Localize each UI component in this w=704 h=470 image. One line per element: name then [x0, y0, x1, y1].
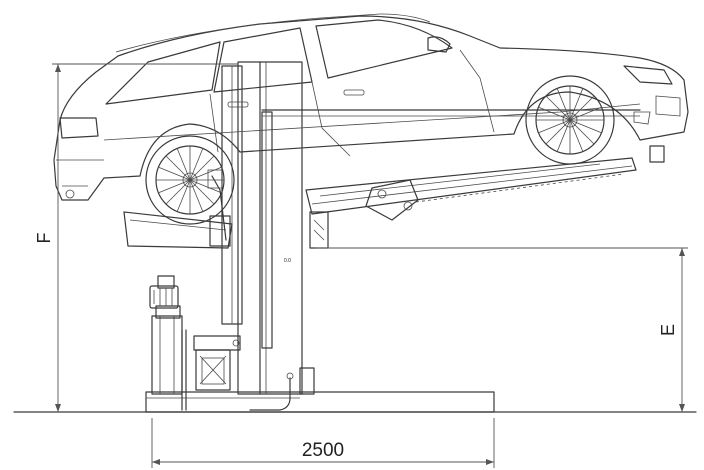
- power-unit-tank: [151, 315, 183, 395]
- rear-lift-arm: [123, 211, 233, 249]
- rear-wheel: [145, 135, 235, 225]
- dimension-e: E: [316, 247, 688, 412]
- car-body: [53, 15, 689, 201]
- tail-light: [59, 117, 99, 139]
- pump-block: [155, 305, 181, 319]
- rear-arm-pad: [207, 169, 223, 189]
- column-mark: 0.0: [284, 258, 291, 264]
- dimension-width: 2500: [151, 418, 495, 468]
- control-box: [193, 335, 241, 391]
- rear-window: [105, 41, 221, 105]
- hydraulic-hose: [249, 377, 291, 411]
- ramp-linkage: [365, 179, 419, 221]
- rear-door-handle: [227, 101, 249, 108]
- rear-arm-linkage: [211, 175, 227, 241]
- front-platform: [305, 145, 665, 249]
- rear-door-window: [213, 27, 313, 93]
- ramp-end-block: [309, 211, 329, 249]
- headlight: [623, 65, 673, 85]
- car-silhouette: [53, 13, 689, 201]
- dimension-f-label: F: [34, 233, 54, 244]
- hose-fitting: [286, 372, 294, 380]
- front-door-handle: [343, 89, 365, 96]
- column-outer: [237, 61, 303, 395]
- front-ramp: [305, 157, 637, 215]
- dimension-width-label: 2500: [302, 440, 344, 461]
- base-plate: [145, 391, 495, 413]
- wheel-stop: [649, 145, 665, 163]
- rear-arm-bracket: [209, 215, 231, 247]
- rear-arm-plate: [123, 211, 233, 249]
- dimension-f: F: [34, 63, 238, 412]
- side-mirror: [427, 36, 451, 53]
- front-door-window: [315, 19, 453, 79]
- power-unit: [149, 275, 187, 411]
- dimension-e-label: E: [658, 324, 678, 336]
- grille: [655, 95, 681, 117]
- column-foot: [299, 367, 315, 395]
- hose-manifold: [193, 335, 241, 351]
- front-wheel: [525, 75, 615, 165]
- motor-icon: [149, 285, 179, 309]
- main-column: 0.0: [221, 61, 303, 395]
